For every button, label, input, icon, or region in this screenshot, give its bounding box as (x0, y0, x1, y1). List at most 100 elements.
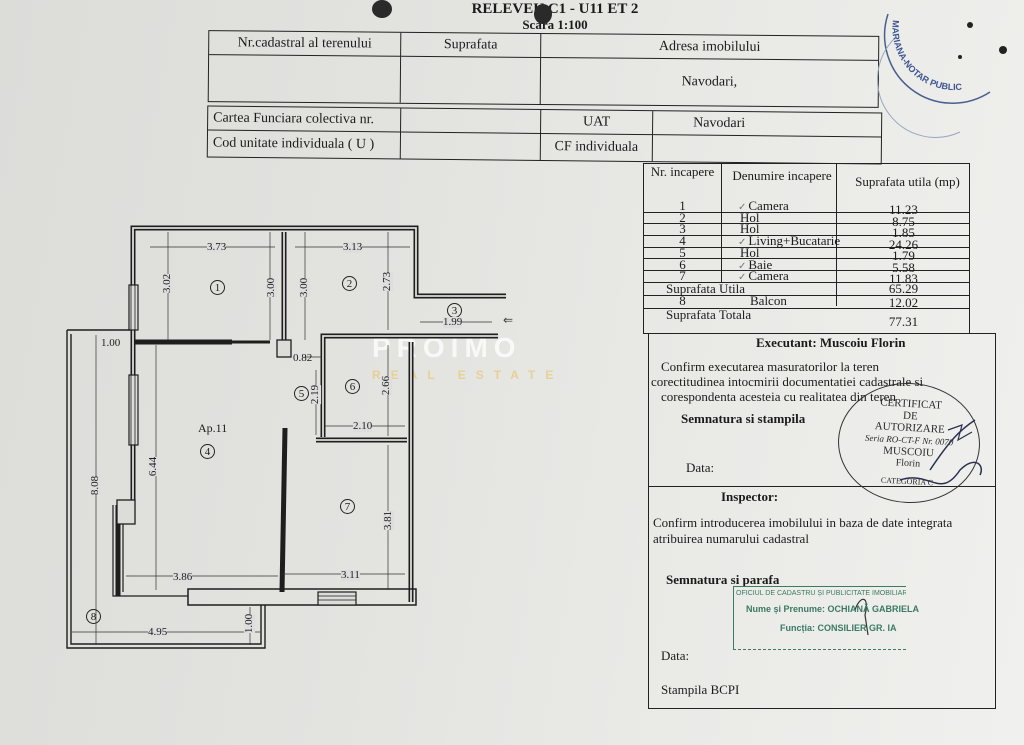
room-name: ✓Camera (728, 268, 860, 284)
ocpi-stamp: OFICIUL DE CADASTRU ȘI PUBLICITATE IMOBI… (733, 586, 920, 650)
header-name: Denumire incapere (732, 168, 832, 183)
room-nr: 7 (679, 268, 686, 284)
room-area: 1.85 (892, 225, 915, 240)
room-name-text: Baie (748, 256, 773, 272)
dimension-label: 1.00 (101, 337, 121, 349)
walls (115, 225, 506, 602)
balcon-nr: 8 (679, 293, 686, 308)
cf-colectiva-label: Cartea Funciara colectiva nr. (208, 106, 402, 133)
cod-unitate-value (400, 132, 542, 160)
dimension-label: 2.73 (381, 271, 394, 292)
inspector-title: Inspector: (721, 489, 779, 504)
utila-row: Suprafata Utila (644, 282, 969, 296)
apartment-label: Ap.11 (198, 421, 228, 435)
dimension-label: 6.44 (147, 456, 160, 477)
room-area: 11.83 (889, 271, 918, 286)
room-name: ✓Camera (728, 198, 860, 213)
room-number: 2 (342, 276, 357, 291)
cf-colectiva-value (401, 108, 542, 134)
scale-label: Scara 1:100 (522, 17, 588, 32)
stamp-text: OFICIUL DE CADASTRU ȘI PUBLICITATE IMOBI… (736, 590, 906, 597)
dimension-label: 3.73 (207, 241, 227, 253)
totala-row: Suprafata Totala (644, 307, 969, 323)
adresa-value: Navodari, (681, 74, 738, 90)
room-name: Hol (728, 244, 860, 260)
utila-label: Suprafata Utila (666, 281, 746, 296)
dimension-label: 8.08 (89, 475, 102, 496)
executant-line: Confirm executarea masuratorilor la tere… (661, 359, 880, 374)
room-row: 1 ✓Camera (644, 198, 969, 213)
room-area: 5.58 (892, 259, 915, 275)
cadastral-value (208, 55, 402, 103)
checkmark-icon: ✓ (738, 272, 747, 284)
uat-value: Navodari (653, 111, 882, 138)
totala-value: 77.31 (888, 314, 919, 329)
room-nr: 1 (679, 198, 686, 213)
header-nr: Nr. incapere (650, 164, 715, 179)
executant-line: corectitudinea intocmirii documentatiei … (651, 374, 924, 389)
dimension-label: 3.11 (341, 569, 360, 581)
room-name: Hol (728, 221, 860, 237)
room-area: 24.26 (888, 236, 919, 252)
totala-label: Suprafata Totala (666, 307, 752, 322)
redaction-blot (372, 0, 392, 18)
rooms-table: Nr. incapere Denumire incapere Suprafata… (643, 163, 970, 334)
inspector-date-label: Data: (661, 648, 690, 663)
dimension-label: 1.00 (243, 613, 256, 634)
dimension-label: 2.66 (380, 375, 393, 396)
dimension-label: 4.95 (148, 626, 168, 638)
room-name-text: Hol (740, 209, 760, 225)
header-cadastral: Nr.cadastral al terenului (209, 31, 402, 57)
room-name: Hol (728, 209, 860, 225)
entrance-arrow-icon: ⇐ (503, 313, 513, 327)
property-table: Nr.cadastral al terenului Suprafata Adre… (207, 30, 880, 108)
room-row: 4 ✓Living+Bucatarie (644, 233, 969, 249)
room-name: ✓Baie (728, 256, 860, 272)
room-number: 6 (345, 379, 360, 394)
cf-individuala-value (653, 135, 881, 163)
room-name-text: Camera (748, 198, 789, 213)
dimension-label: 0.82 (293, 352, 313, 364)
cf-individuala-label: CF individuala (540, 133, 654, 162)
room-nr: 6 (679, 256, 686, 272)
executant-date-label: Data: (686, 460, 715, 475)
room-name-text: Camera (748, 268, 789, 284)
room-name-text: Hol (740, 244, 760, 260)
document-title: RELEVEU C1 - U11 ET 2 (471, 1, 639, 17)
inspector-signature-label: Semnatura si parafa (666, 572, 780, 587)
room-nr: 3 (679, 221, 686, 237)
dimension-label: 3.13 (343, 241, 363, 253)
bcpi-stamp-label: Stampila BCPI (661, 682, 740, 697)
room-area: 8.75 (892, 213, 915, 229)
room-area: 1.79 (892, 248, 915, 263)
dimension-lines (72, 232, 492, 645)
uat-label: UAT (541, 109, 654, 136)
dimension-label: 2.10 (353, 420, 373, 432)
room-row: 6 ✓Baie (644, 256, 969, 272)
room-name-text: Hol (740, 221, 760, 237)
balcon-name: Balcon (750, 293, 787, 308)
executant-signature-label: Semnatura si stampila (681, 411, 806, 426)
stamp-text: Nume și Prenume: OCHIANĂ GABRIELA (746, 604, 920, 614)
window (128, 284, 357, 606)
cf-table: Cartea Funciara colectiva nr. UAT Navoda… (206, 105, 883, 165)
room-nr: 4 (679, 233, 686, 249)
checkmark-icon: ✓ (738, 202, 747, 213)
dimension-label: 3.86 (173, 571, 193, 583)
room-nr: 2 (679, 209, 686, 225)
inspector-line: atribuirea numarului cadastral (653, 531, 809, 546)
suprafata-value (400, 56, 542, 104)
dimension-label: 2.19 (309, 384, 322, 405)
watermark-subtitle: REAL ESTATE (372, 368, 564, 382)
cod-unitate-label: Cod unitate individuala ( U ) (207, 130, 402, 159)
balcon-row: 8 Balcon (644, 293, 969, 309)
header-area: Suprafata utila (mp) (855, 174, 960, 189)
dimension-label: 3.00 (298, 277, 311, 298)
room-number: 8 (86, 609, 101, 624)
redaction-blot (534, 4, 552, 24)
room-number: 1 (210, 280, 225, 295)
header-adresa: Adresa imobilului (541, 33, 879, 61)
room-row: 2 Hol (644, 209, 969, 225)
executant-line: corespondenta acesteia cu realitatea din… (661, 389, 896, 404)
room-name: ✓Living+Bucatarie (728, 234, 860, 248)
